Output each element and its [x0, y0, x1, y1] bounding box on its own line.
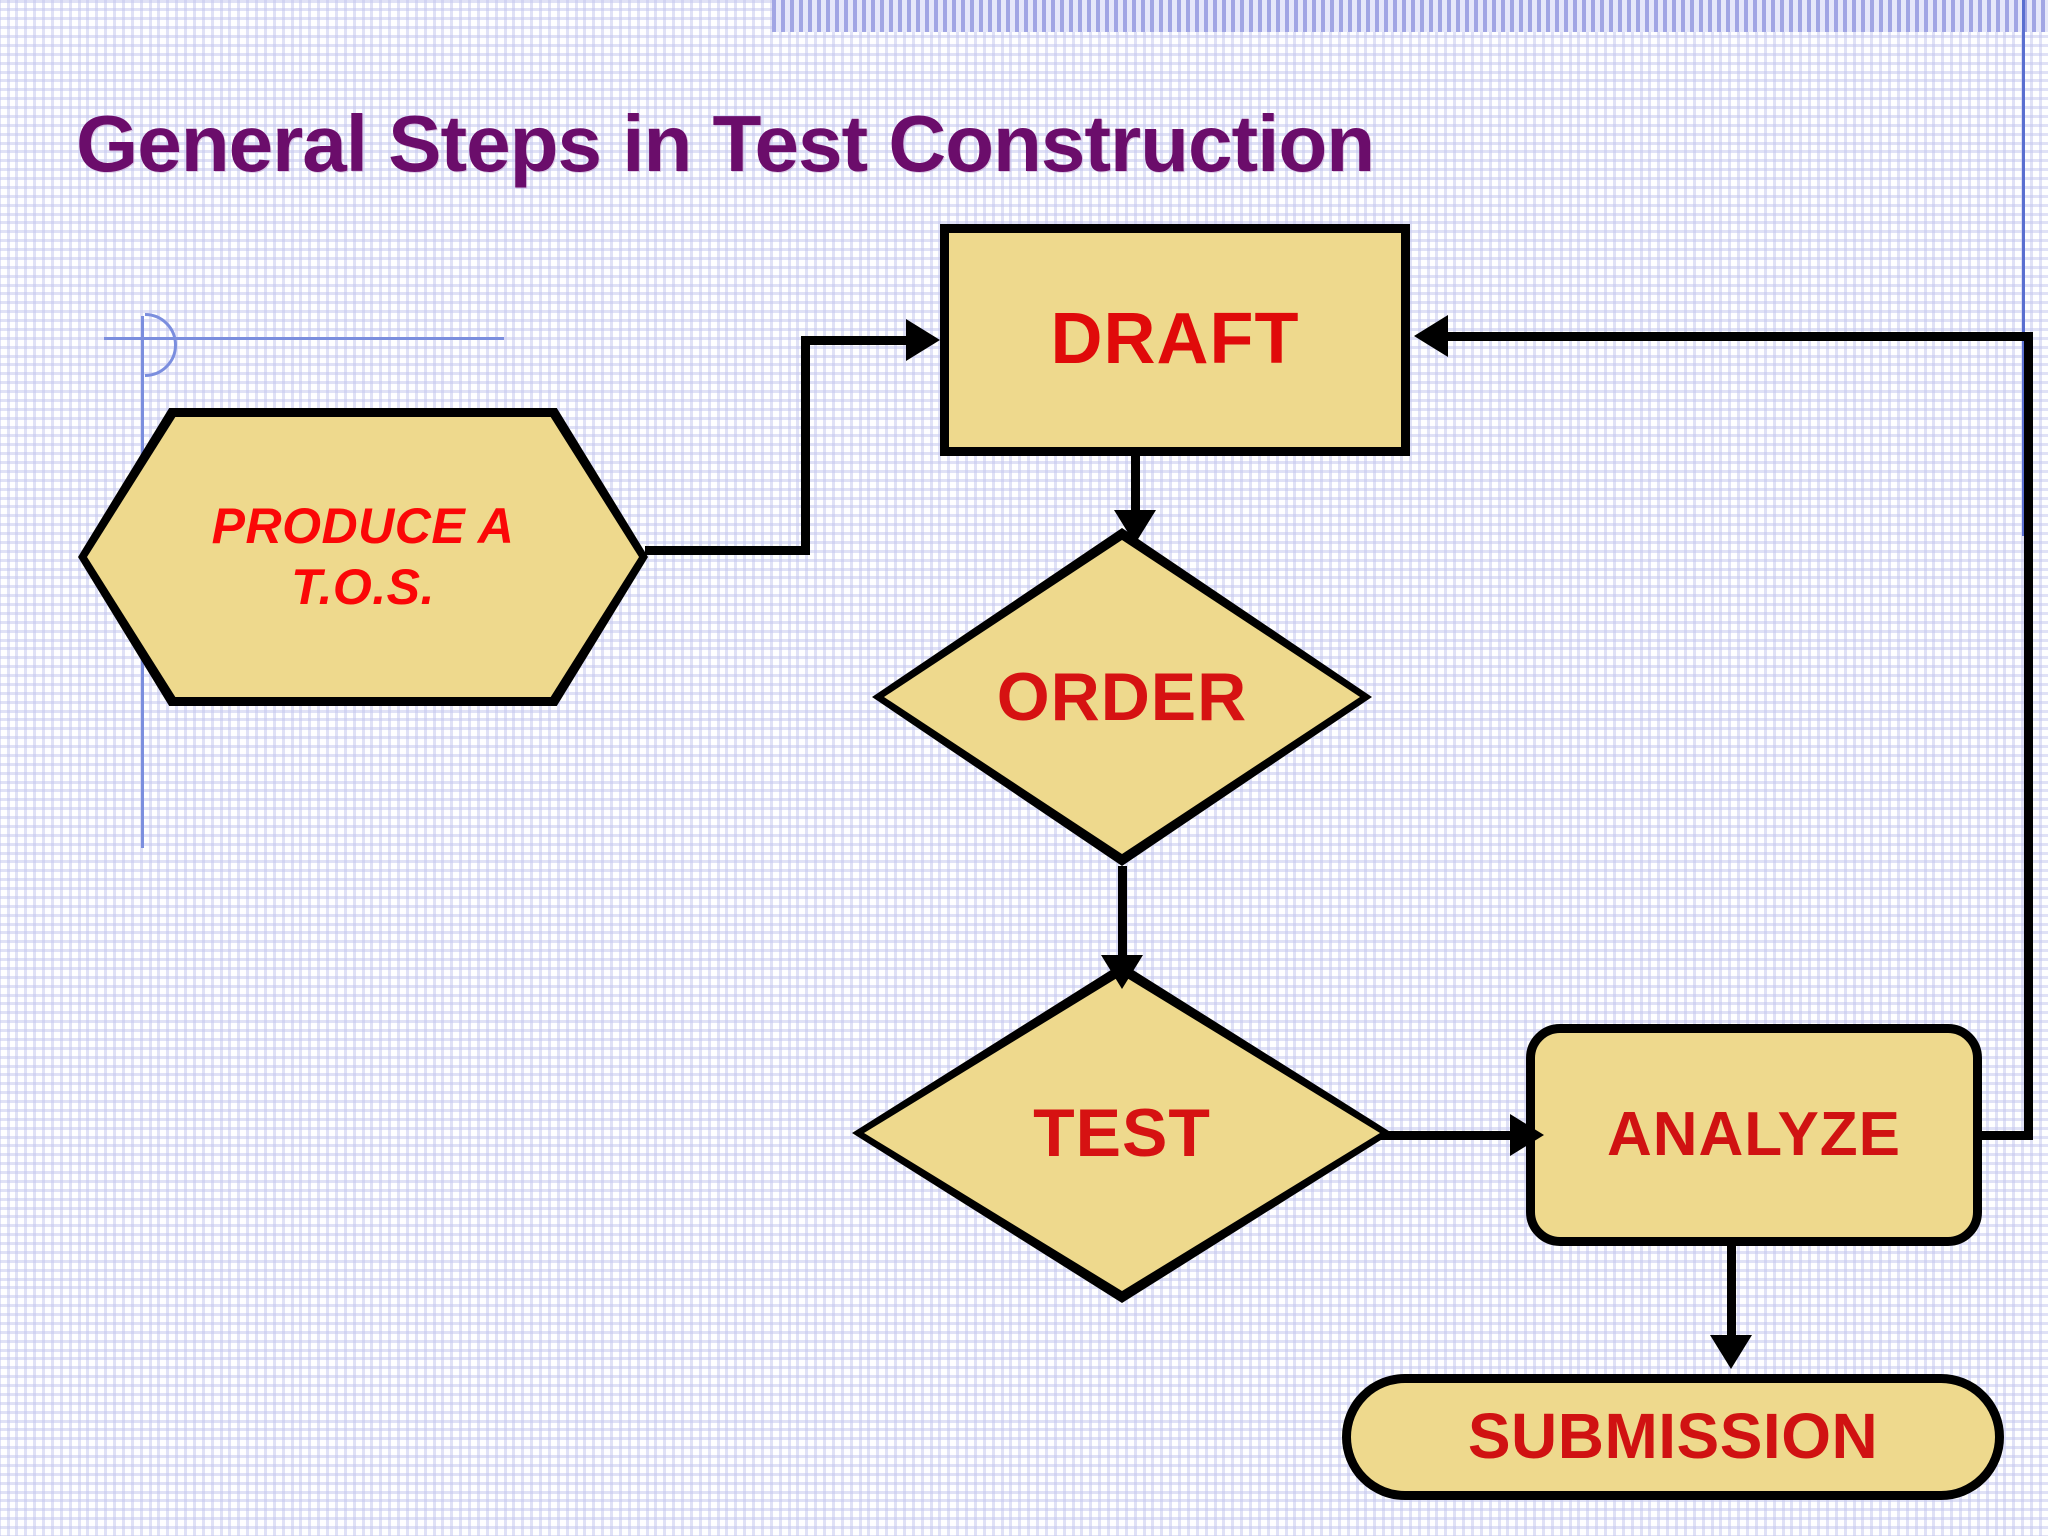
edge-tos-to-draft-horizontal-lower: [645, 546, 810, 555]
edge-test-to-analyze-line: [1380, 1131, 1518, 1140]
node-analyze-label: ANALYZE: [1606, 1100, 1902, 1170]
node-tos-label-line2: T.O.S.: [291, 559, 435, 615]
page-title: General Steps in Test Construction: [76, 99, 1375, 188]
hexagon-fill: PRODUCE A T.O.S.: [87, 417, 639, 697]
node-analyze[interactable]: ANALYZE: [1526, 1024, 1982, 1246]
left-guide-arc-icon: [145, 313, 177, 377]
edge-analyze-to-submission-line: [1727, 1246, 1736, 1344]
edge-tos-to-draft-vertical: [801, 336, 810, 555]
edge-order-to-test-line: [1118, 866, 1127, 964]
node-order[interactable]: ORDER: [872, 528, 1372, 866]
edge-analyze-to-submission-arrowhead: [1710, 1335, 1752, 1369]
node-tos-label: PRODUCE A T.O.S.: [212, 496, 515, 618]
edge-draft-to-order-arrowhead: [1114, 510, 1156, 544]
diamond-fill-order: ORDER: [884, 540, 1360, 854]
edge-order-to-test-arrowhead: [1101, 955, 1143, 989]
diamond-fill-test: TEST: [864, 975, 1380, 1291]
node-draft[interactable]: DRAFT: [940, 224, 1410, 456]
node-draft-label: DRAFT: [1050, 299, 1300, 380]
edge-tos-to-draft-arrowhead: [906, 319, 940, 361]
edge-feedback-arrowhead: [1414, 315, 1448, 357]
node-test[interactable]: TEST: [852, 963, 1392, 1303]
node-tos-label-line1: PRODUCE A: [211, 498, 515, 554]
top-header-band: [772, 0, 2048, 32]
right-guide-line: [2022, 0, 2025, 536]
node-order-label: ORDER: [996, 659, 1248, 735]
edge-feedback-horizontal-top: [1448, 332, 2033, 341]
node-produce-a-tos[interactable]: PRODUCE A T.O.S.: [78, 408, 648, 706]
edge-feedback-vertical: [2024, 332, 2033, 1140]
node-submission-label: SUBMISSION: [1467, 1400, 1879, 1473]
node-test-label: TEST: [1033, 1095, 1211, 1171]
edge-tos-to-draft-horizontal-upper: [801, 336, 909, 345]
node-submission[interactable]: SUBMISSION: [1342, 1374, 2004, 1500]
left-guide-horizontal: [104, 337, 504, 340]
edge-draft-to-order-line: [1131, 456, 1140, 519]
edge-feedback-horizontal-bottom: [1978, 1131, 2033, 1140]
edge-test-to-analyze-arrowhead: [1510, 1114, 1544, 1156]
